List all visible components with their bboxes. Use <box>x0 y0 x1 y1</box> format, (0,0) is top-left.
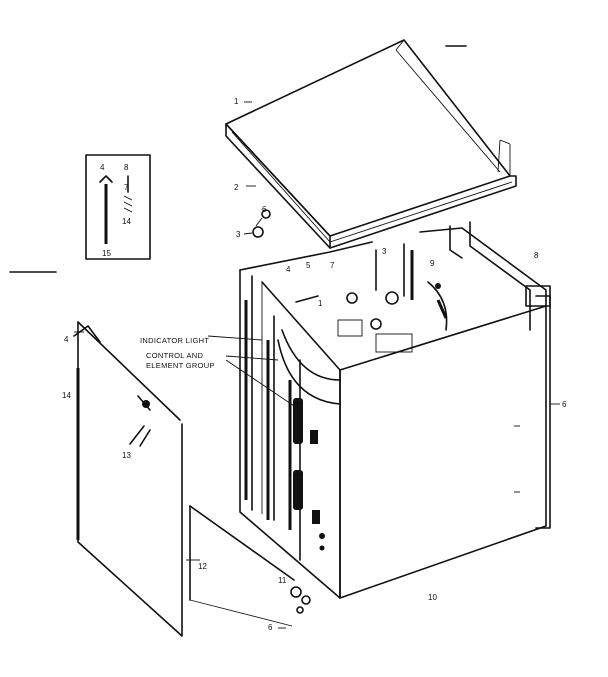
part-number-13: 13 <box>122 451 131 460</box>
top-panel <box>225 39 517 249</box>
hardware-inset <box>85 154 151 260</box>
right-bracket <box>535 295 560 529</box>
inset-number-7: 7 <box>124 183 129 192</box>
callout-control-and: CONTROL AND <box>146 351 203 360</box>
part-number-12: 12 <box>198 562 207 571</box>
part-number-14: 14 <box>62 391 71 400</box>
callout-element-group: ELEMENT GROUP <box>146 361 215 370</box>
callout-indicator-light: INDICATOR LIGHT <box>140 336 209 345</box>
part-number-3-inner: 3 <box>382 247 387 256</box>
leader-lines <box>186 101 301 561</box>
part-number-7: 7 <box>330 261 335 270</box>
inset-number-14: 14 <box>122 217 131 226</box>
part-number-8: 8 <box>534 251 539 260</box>
part-number-1: 1 <box>234 97 239 106</box>
inset-number-15: 15 <box>102 249 111 258</box>
part-number-1-inner: 1 <box>318 299 323 308</box>
bottom-panel <box>189 505 311 629</box>
part-number-4: 4 <box>286 265 291 274</box>
part-number-6-clip: 6 <box>262 205 267 214</box>
part-number-9: 9 <box>430 259 435 268</box>
inset-number-4: 4 <box>100 163 105 172</box>
part-number-4-door: 4 <box>64 335 69 344</box>
cabinet <box>239 221 551 599</box>
top-clip <box>243 209 271 238</box>
part-number-6-right: 6 <box>562 400 567 409</box>
part-number-5: 5 <box>306 261 311 270</box>
part-number-3: 3 <box>236 230 241 239</box>
part-number-6-bottom: 6 <box>268 623 273 632</box>
door-panel <box>73 321 183 637</box>
part-number-11: 11 <box>278 576 287 585</box>
part-number-10: 10 <box>428 593 437 602</box>
part-number-2: 2 <box>234 183 239 192</box>
inset-number-8: 8 <box>124 163 129 172</box>
